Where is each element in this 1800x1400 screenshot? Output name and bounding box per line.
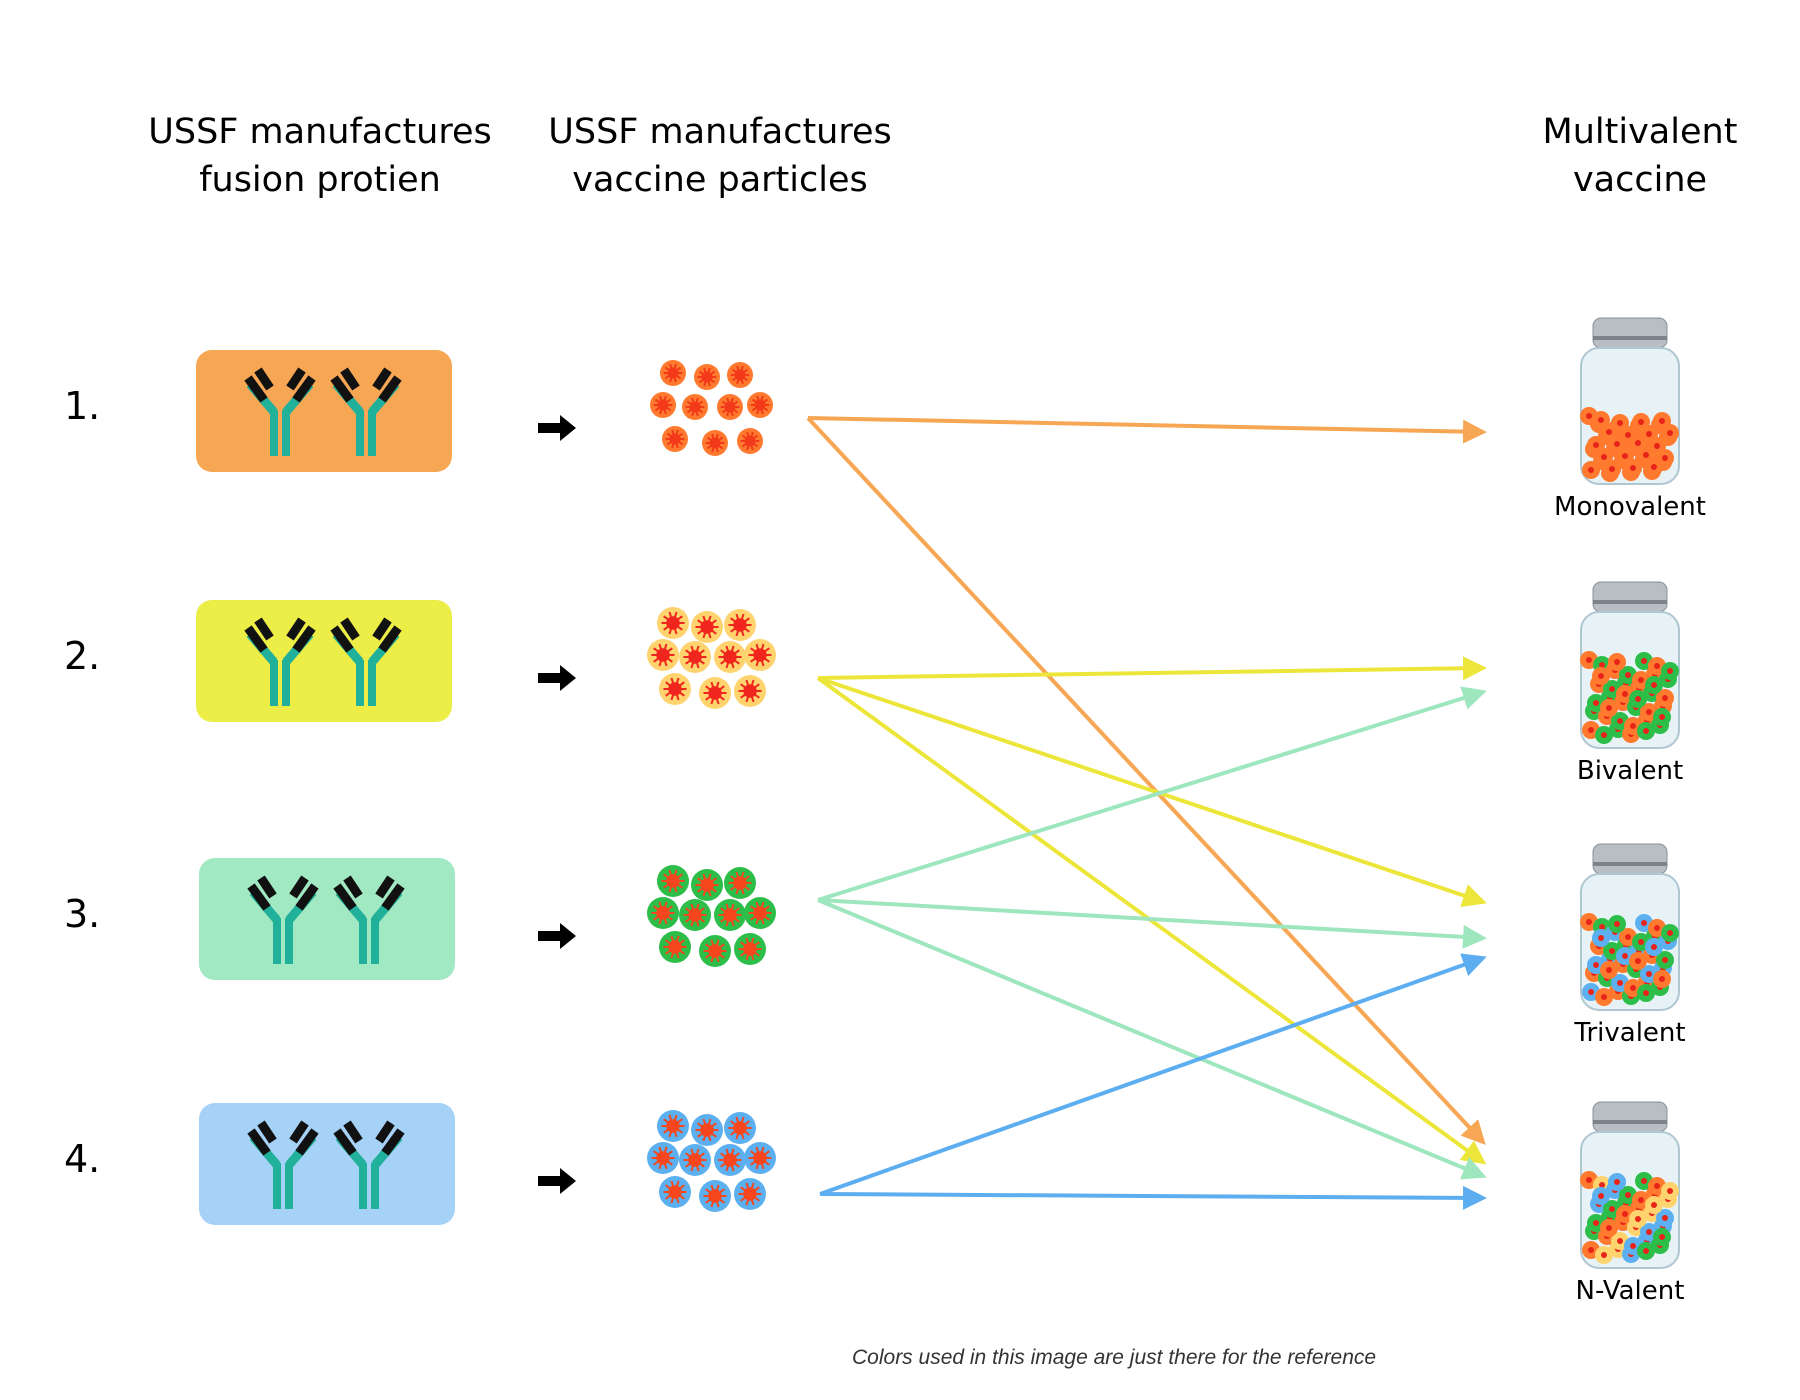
vaccine-particle [657,1110,689,1142]
link-row2-to-bivalent [817,656,1487,681]
vaccine-label: N-Valent [1575,1276,1685,1306]
vaccine-particle [734,933,766,965]
vaccine-label: Monovalent [1554,492,1706,522]
link-row3-to-bivalent [817,686,1487,902]
link-row3-to-trivalent [817,898,1487,949]
header-fusion-protein: USSF manufactures fusion protien [140,108,500,204]
vaccine-particle [724,609,756,641]
header-line: USSF manufactures [148,112,492,152]
vaccine-particle [744,1142,776,1174]
particle-cluster [647,865,776,967]
antibody-icon [330,367,402,456]
vaccine-particle [744,639,776,671]
vaccine-particle [650,392,676,418]
footnote: Colors used in this image are just there… [852,1346,1377,1369]
vaccine-particle [659,931,691,963]
header-line: USSF manufactures [548,112,892,152]
vaccine-particle [702,430,728,456]
antibody-icon [244,617,316,706]
vaccine-particle [679,1144,711,1176]
vaccine-label: Bivalent [1576,756,1684,786]
link-row4-to-trivalent [819,953,1487,1196]
vaccine-particle [657,607,689,639]
vaccine-particle [734,675,766,707]
vaccine-jar-icon [1580,843,1680,1011]
particle-cluster [650,360,773,456]
vaccine-label: Trivalent [1574,1018,1686,1048]
header-line: vaccine particles [572,160,868,200]
antibody-icon [244,367,316,456]
vaccine-particle [679,641,711,673]
header-vaccine-particles: USSF manufactures vaccine particles [540,108,900,204]
link-row4-to-n-valent [819,1185,1487,1210]
row-number: 2. [64,634,101,678]
header-multivalent-vaccine: Multivalent vaccine [1520,108,1760,204]
particle-cluster [647,607,776,709]
header-line: fusion protien [199,160,441,200]
vaccine-particle [660,360,686,386]
vaccine-particle [682,394,708,420]
row-number: 1. [64,384,101,428]
vaccine-particle [717,394,743,420]
vaccine-particle [737,428,763,454]
vaccine-particle [727,362,753,388]
fusion-protein-box [196,600,452,722]
vaccine-particle [699,1180,731,1212]
vaccine-particle [747,392,773,418]
vaccine-particle [647,639,679,671]
link-row1-to-monovalent [807,416,1487,444]
arrow-right-icon [538,665,576,691]
vaccine-particle [724,867,756,899]
arrow-right-icon [538,415,576,441]
vaccine-particle [691,1114,723,1146]
fusion-protein-box [196,350,452,472]
antibody-icon [333,875,405,964]
antibody-icon [247,1120,319,1209]
vaccine-particle [691,869,723,901]
vaccine-particle [662,426,688,452]
vaccine-particle [694,364,720,390]
vaccine-particle [714,899,746,931]
vaccine-particle [647,897,679,929]
vaccine-particle [691,611,723,643]
arrow-right-icon [538,923,576,949]
fusion-protein-box [199,1103,455,1225]
vaccine-particle [724,1112,756,1144]
header-line: vaccine [1572,160,1708,200]
row-number: 4. [64,1137,101,1181]
vaccine-jar-icon [1580,581,1680,749]
vaccine-particle [699,935,731,967]
fusion-protein-box [199,858,455,980]
vaccine-particle [734,1178,766,1210]
link-row1-to-n-valent [806,416,1486,1145]
antibody-icon [330,617,402,706]
vaccine-particle [679,899,711,931]
vaccine-jar-icon [1580,317,1680,485]
vaccine-particle [659,1176,691,1208]
arrow-right-icon [538,1168,576,1194]
header-line: Multivalent [1542,112,1738,152]
vaccine-particle [647,1142,679,1174]
particle-cluster [647,1110,776,1212]
vaccine-particle [714,1144,746,1176]
antibody-icon [247,875,319,964]
vaccine-particle [714,641,746,673]
antibody-icon [333,1120,405,1209]
vaccine-particle [657,865,689,897]
row-number: 3. [64,892,101,936]
vaccine-particle [699,677,731,709]
vaccine-particle [659,673,691,705]
link-row3-to-n-valent [817,898,1487,1180]
link-row2-to-trivalent [817,676,1487,907]
vaccine-jar-icon [1580,1101,1680,1269]
vaccine-particle [744,897,776,929]
